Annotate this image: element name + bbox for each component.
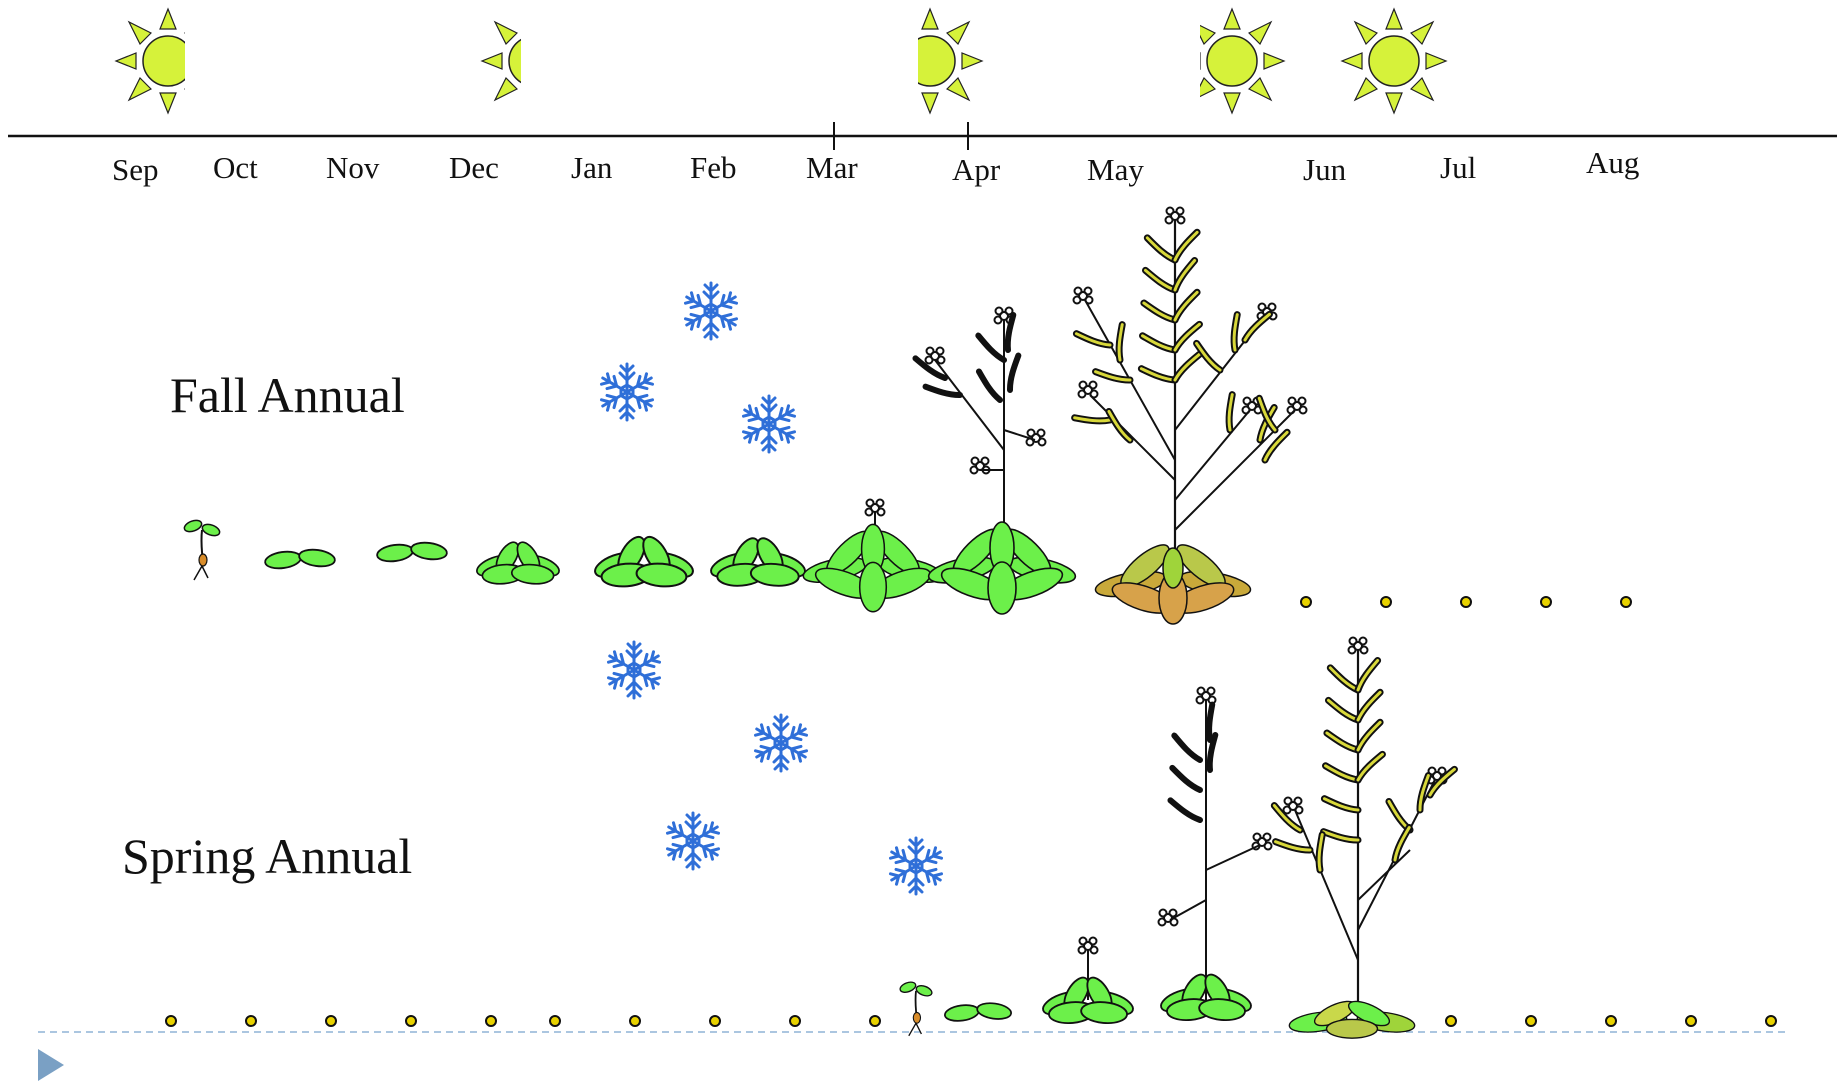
seed-icon [1300, 596, 1312, 608]
month-label-apr: Apr [952, 152, 1001, 187]
seed-icon [1620, 596, 1632, 608]
seed-icon [709, 1015, 721, 1027]
month-label-jun: Jun [1303, 152, 1347, 187]
seed-icon [629, 1015, 641, 1027]
month-label-dec: Dec [449, 150, 499, 185]
snowflake-icon [741, 396, 796, 452]
seed-icon [405, 1015, 417, 1027]
month-label-may: May [1087, 152, 1144, 187]
seed-icon [325, 1015, 337, 1027]
snowflake-icon [599, 364, 654, 420]
seed-icon [245, 1015, 257, 1027]
seed-icon [165, 1015, 177, 1027]
rosette-icon [263, 546, 337, 572]
flowering-plant-icon [1039, 936, 1137, 1026]
rosette-icon [707, 533, 809, 589]
sun-icon [1200, 8, 1285, 114]
snowflake-icon [683, 283, 738, 339]
month-label-oct: Oct [213, 150, 258, 185]
month-label-aug: Aug [1586, 145, 1640, 180]
seed-icon [1460, 596, 1472, 608]
flowering-plant-icon [915, 306, 1079, 615]
flowering-plant-icon [1074, 206, 1308, 625]
month-label-feb: Feb [690, 150, 737, 185]
seed-icon [485, 1015, 497, 1027]
seed-icon [869, 1015, 881, 1027]
sun-icon [918, 8, 983, 114]
snowflake-icon [606, 642, 661, 698]
flowering-plant-icon [1274, 636, 1459, 1039]
month-label-jan: Jan [571, 150, 613, 185]
seed-icon [1445, 1015, 1457, 1027]
snowflake-icon [888, 838, 943, 894]
snowflake-icon [665, 813, 720, 869]
month-label-mar: Mar [806, 150, 858, 185]
rosette-icon [590, 531, 698, 590]
seed-icon [1685, 1015, 1697, 1027]
seed-icon [1540, 596, 1552, 608]
seed-icon [789, 1015, 801, 1027]
fall-annual-row [181, 206, 1632, 625]
play-marker-icon[interactable] [36, 1048, 66, 1082]
month-label-sep: Sep [112, 152, 159, 187]
seed-icon [1380, 596, 1392, 608]
rosette-icon [375, 539, 449, 565]
month-label-jul: Jul [1440, 150, 1477, 185]
rosette-icon [943, 1000, 1013, 1024]
seedling-icon [181, 517, 223, 581]
sun-icon [481, 8, 521, 114]
seed-icon [1605, 1015, 1617, 1027]
seed-icon [1765, 1015, 1777, 1027]
seedling-icon [897, 979, 935, 1037]
spring-annual-label: Spring Annual [122, 828, 413, 884]
sun-icon [1341, 8, 1447, 114]
flowering-plant-icon [1157, 686, 1273, 1023]
seed-icon [549, 1015, 561, 1027]
month-label-nov: Nov [326, 150, 380, 185]
seed-icon [1525, 1015, 1537, 1027]
sun-icon [115, 8, 185, 114]
rosette-icon [473, 537, 563, 587]
spring-annual-row [38, 636, 1786, 1039]
snowflake-icon [753, 715, 808, 771]
flowering-plant-icon [800, 498, 946, 613]
fall-annual-label: Fall Annual [170, 367, 405, 423]
